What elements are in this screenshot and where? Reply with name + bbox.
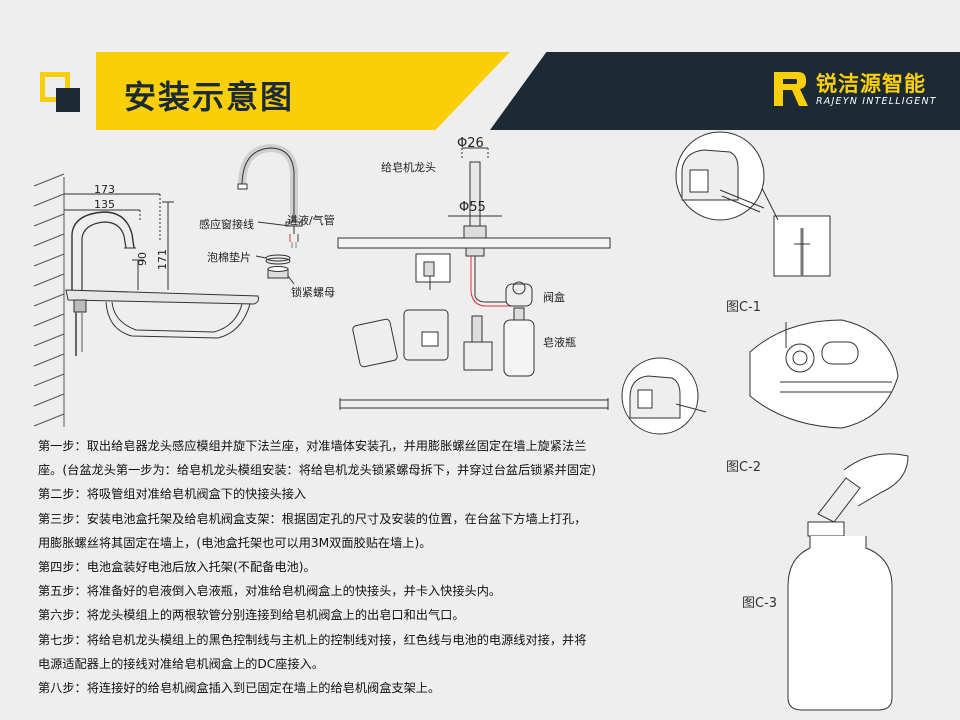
step-line: 第二步：将吸管组对准给皂机阀盒下的快接头接入 [38,487,307,502]
step-line: 第一步：取出给皂器龙头感应模组并旋下法兰座，对准墙体安装孔，并用膨胀螺丝固定在墙… [38,439,587,453]
figure-c2-drawing [621,319,899,435]
wall-hatch [33,173,65,427]
caption-c3: 图C-3 [742,596,778,611]
figure-c1-drawing [675,131,831,277]
yellow-square [40,72,70,102]
label-lock-nut: 锁紧螺母 [291,286,335,299]
dim-90: 90 [136,252,149,266]
header-dark-band [490,52,960,130]
caption-c1: 图C-1 [726,300,762,315]
system-layout-drawing [337,147,611,410]
label-sensor-wire: 感应窗接线 [199,218,254,231]
step-line: 第六步：将龙头模组上的两根软管分别连接到给皂机阀盒上的出皂口和出气口。 [38,608,465,623]
dim-171: 171 [156,249,169,270]
step-line: 用膨胀螺丝将其固定在墙上，(电池盒托架也可以用3M双面胶贴在墙上)。 [38,535,432,550]
page-title: 安装示意图 [124,78,295,116]
dark-square [56,88,80,112]
label-phi55: Φ55 [459,200,486,215]
step-line: 电源适配器上的接线对准给皂机阀盒上的DC座接入。 [38,656,325,671]
brand-subtitle: RAJEYN INTELLIGENT [816,96,937,107]
faucet-parts-drawing [237,143,303,285]
step-line: 第三步：安装电池盒托架及给皂机阀盒支架：根据固定孔的尺寸及安装的位置，在台盆下方… [38,511,587,526]
step-line: 座。(台盆龙头第一步为：给皂机龙头模组安装：将给皂机龙头锁紧螺母拆下，并穿过台盆… [38,463,596,478]
wall-faucet-dimension-drawing [33,173,259,427]
label-soap-bottle: 皂液瓶 [543,336,576,349]
label-inlet-pipe: 进液/气管 [287,214,335,227]
label-valve-box: 阀盒 [543,291,565,304]
dim-135: 135 [94,198,115,211]
brand-name: 锐洁源智能 [816,72,926,96]
figure-c3-drawing [787,453,909,711]
installation-steps: 第一步：取出给皂器龙头感应模组并旋下法兰座，对准墙体安装孔，并用膨胀螺丝固定在墙… [38,434,678,700]
dim-173: 173 [94,183,115,196]
title-square-icon [40,72,84,116]
label-phi26: Φ26 [457,136,484,151]
step-line: 第四步：电池盒装好电池后放入托架(不配备电池)。 [38,560,316,575]
brand-logo: 锐洁源智能 RAJEYN INTELLIGENT [770,68,950,118]
step-line: 第七步：将给皂机龙头模组上的黑色控制线与主机上的控制线对接，红色线与电池的电源线… [38,632,587,647]
caption-c2: 图C-2 [726,460,762,475]
step-line: 第五步：将准备好的皂液倒入皂液瓶，对准给皂机阀盒上的快接头，并卡入快接头内。 [38,584,502,599]
header-yellow-band [96,52,510,130]
label-faucet: 给皂机龙头 [381,161,436,174]
label-gasket: 泡棉垫片 [207,251,251,264]
step-line: 第八步：将连接好的给皂机阀盒插入到已固定在墙上的给皂机阀盒支架上。 [38,681,441,696]
brand-r-icon [774,72,808,106]
